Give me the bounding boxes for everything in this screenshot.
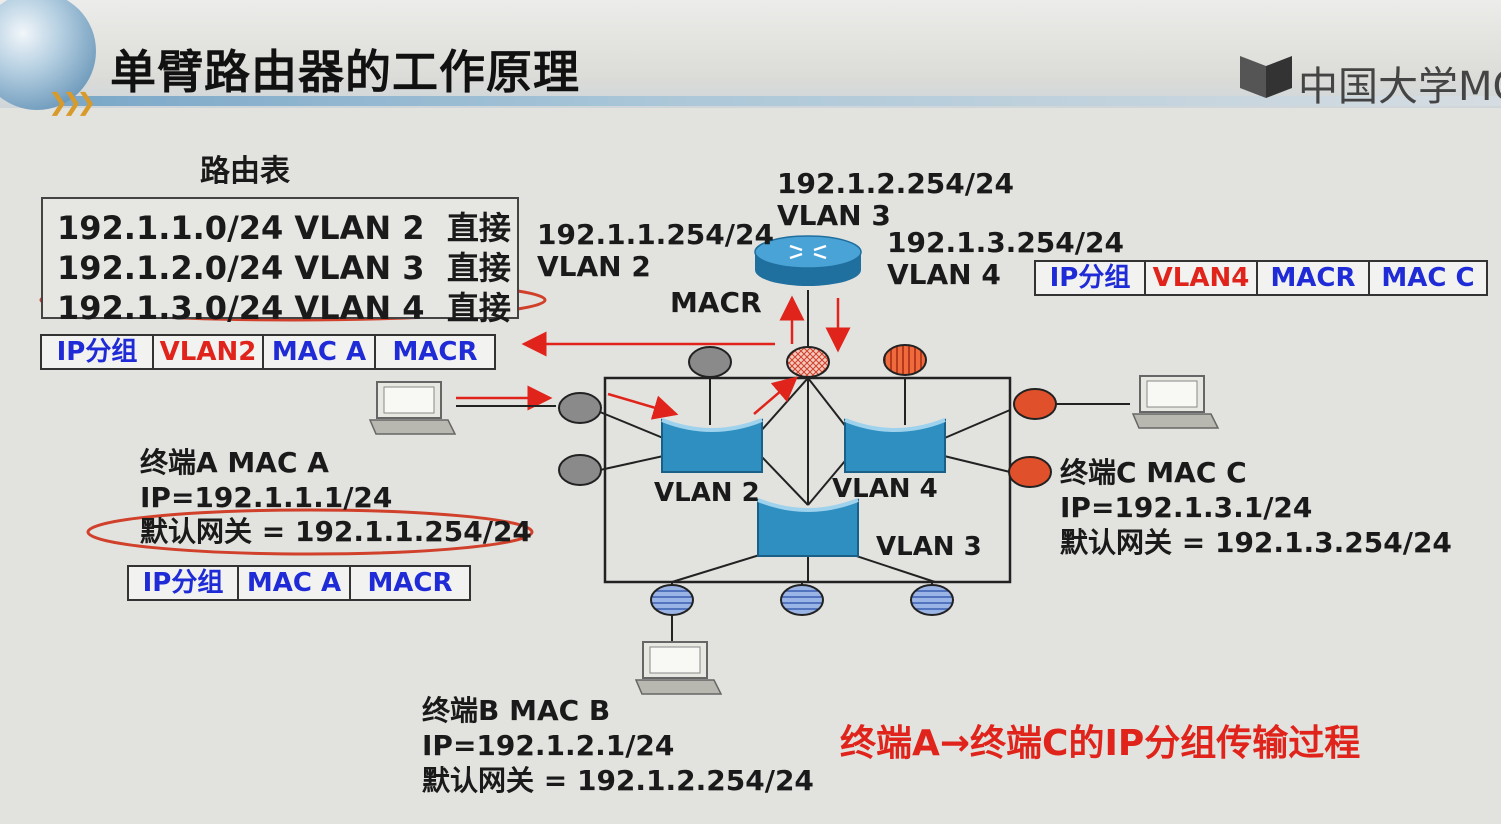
router-vlan3-ip: 192.1.2.254/24 — [777, 167, 1014, 200]
router-vlan2-name: VLAN 2 — [537, 250, 651, 283]
packet-flow-arrows — [456, 295, 851, 420]
vlan4-switch-shape — [844, 418, 946, 473]
packet-field: IP分组 — [1036, 262, 1146, 294]
router-vlan4-ip: 192.1.3.254/24 — [887, 226, 1124, 259]
terminal-c-gateway: 默认网关 = 192.1.3.254/24 — [1060, 526, 1452, 559]
packet-field: VLAN2 — [154, 336, 264, 368]
computer-c-icon — [1131, 375, 1220, 429]
chevron-right-icon: ❯❯❯ — [48, 88, 96, 116]
diagram-caption: 终端A→终端C的IP分组传输过程 — [840, 723, 1361, 764]
port-trunk — [786, 346, 830, 378]
route-vlan: VLAN 2 — [294, 209, 425, 247]
route-network: 192.1.2.0/24 — [57, 249, 284, 287]
packet-field: MACR — [392, 337, 478, 367]
route-type: 直接 — [446, 289, 511, 327]
switch-vlan-label: VLAN 3 — [876, 532, 982, 562]
port-vlan3-a — [650, 584, 694, 616]
header-rule — [60, 96, 1501, 106]
route-vlan: VLAN 4 — [294, 289, 425, 327]
computer-b-icon — [634, 641, 723, 695]
routing-table-row: 192.1.1.0/24 VLAN 2 直接 — [57, 203, 511, 249]
terminal-a-name: 终端A MAC A — [140, 446, 329, 479]
router-vlan2-ip: 192.1.1.254/24 — [537, 218, 774, 251]
port-vlan2-a — [558, 392, 602, 424]
packet-terminal-a: IP分组 MAC A MACR — [127, 565, 471, 601]
packet-router-out: IP分组 VLAN4 MACR MAC C — [1034, 260, 1488, 296]
port-vlan3-b — [780, 584, 824, 616]
vlan2-switch-shape — [661, 418, 763, 473]
terminal-b-name: 终端B MAC B — [422, 694, 611, 727]
routing-table: 192.1.1.0/24 VLAN 2 直接 192.1.2.0/24 VLAN… — [41, 197, 519, 327]
packet-field: MAC C — [1381, 263, 1475, 293]
terminal-a-gateway: 默认网关 = 192.1.1.254/24 — [140, 515, 532, 548]
route-type: 直接 — [446, 209, 511, 247]
routing-table-row: 192.1.2.0/24 VLAN 3 直接 — [57, 243, 511, 289]
gateway-highlight-ellipse — [86, 508, 534, 556]
packet-field: MACR — [1258, 262, 1370, 294]
packet-field: IP分组 — [129, 567, 239, 599]
terminal-c-name: 终端C MAC C — [1060, 456, 1247, 489]
packet-field: IP分组 — [42, 336, 154, 368]
port-vlan3-c — [910, 584, 954, 616]
vlan3-switch-shape — [757, 498, 859, 557]
switch-vlan-label: VLAN 4 — [832, 474, 938, 504]
route-network: 192.1.3.0/24 — [57, 289, 284, 327]
terminal-b-gateway: 默认网关 = 192.1.2.254/24 — [422, 764, 814, 797]
mooc-logo-text: 中国大学MOOC — [1298, 64, 1501, 110]
route-vlan: VLAN 3 — [294, 249, 425, 287]
routing-table-title: 路由表 — [200, 154, 290, 189]
route-network: 192.1.1.0/24 — [57, 209, 284, 247]
port-vlan2-top — [688, 346, 732, 378]
route-type: 直接 — [446, 249, 511, 287]
packet-field: MAC A — [264, 336, 376, 368]
mooc-logo-icon — [1240, 56, 1292, 98]
terminal-c-ip: IP=192.1.3.1/24 — [1060, 491, 1313, 524]
router-mac: MACR — [670, 286, 762, 319]
port-vlan2-b — [558, 454, 602, 486]
slide-title: 单臂路由器的工作原理 — [110, 45, 580, 99]
port-vlan4-a — [1013, 388, 1057, 420]
router-icon — [754, 235, 862, 286]
router-vlan3-name: VLAN 3 — [777, 199, 891, 232]
computer-a-icon — [368, 381, 457, 435]
packet-field: MAC A — [239, 567, 351, 599]
packet-field: MACR — [367, 568, 453, 598]
switch-internal-links — [599, 290, 1130, 642]
switch-vlan-label: VLAN 2 — [654, 478, 760, 508]
terminal-a-ip: IP=192.1.1.1/24 — [140, 481, 393, 514]
port-vlan4-b — [1008, 456, 1052, 488]
packet-router-in: IP分组 VLAN2 MAC A MACR — [40, 334, 496, 370]
routing-table-row: 192.1.3.0/24 VLAN 4 直接 — [57, 283, 511, 329]
port-vlan4-top — [883, 344, 927, 376]
terminal-b-ip: IP=192.1.2.1/24 — [422, 729, 675, 762]
router-vlan4-name: VLAN 4 — [887, 258, 1001, 291]
packet-field: VLAN4 — [1146, 262, 1258, 294]
